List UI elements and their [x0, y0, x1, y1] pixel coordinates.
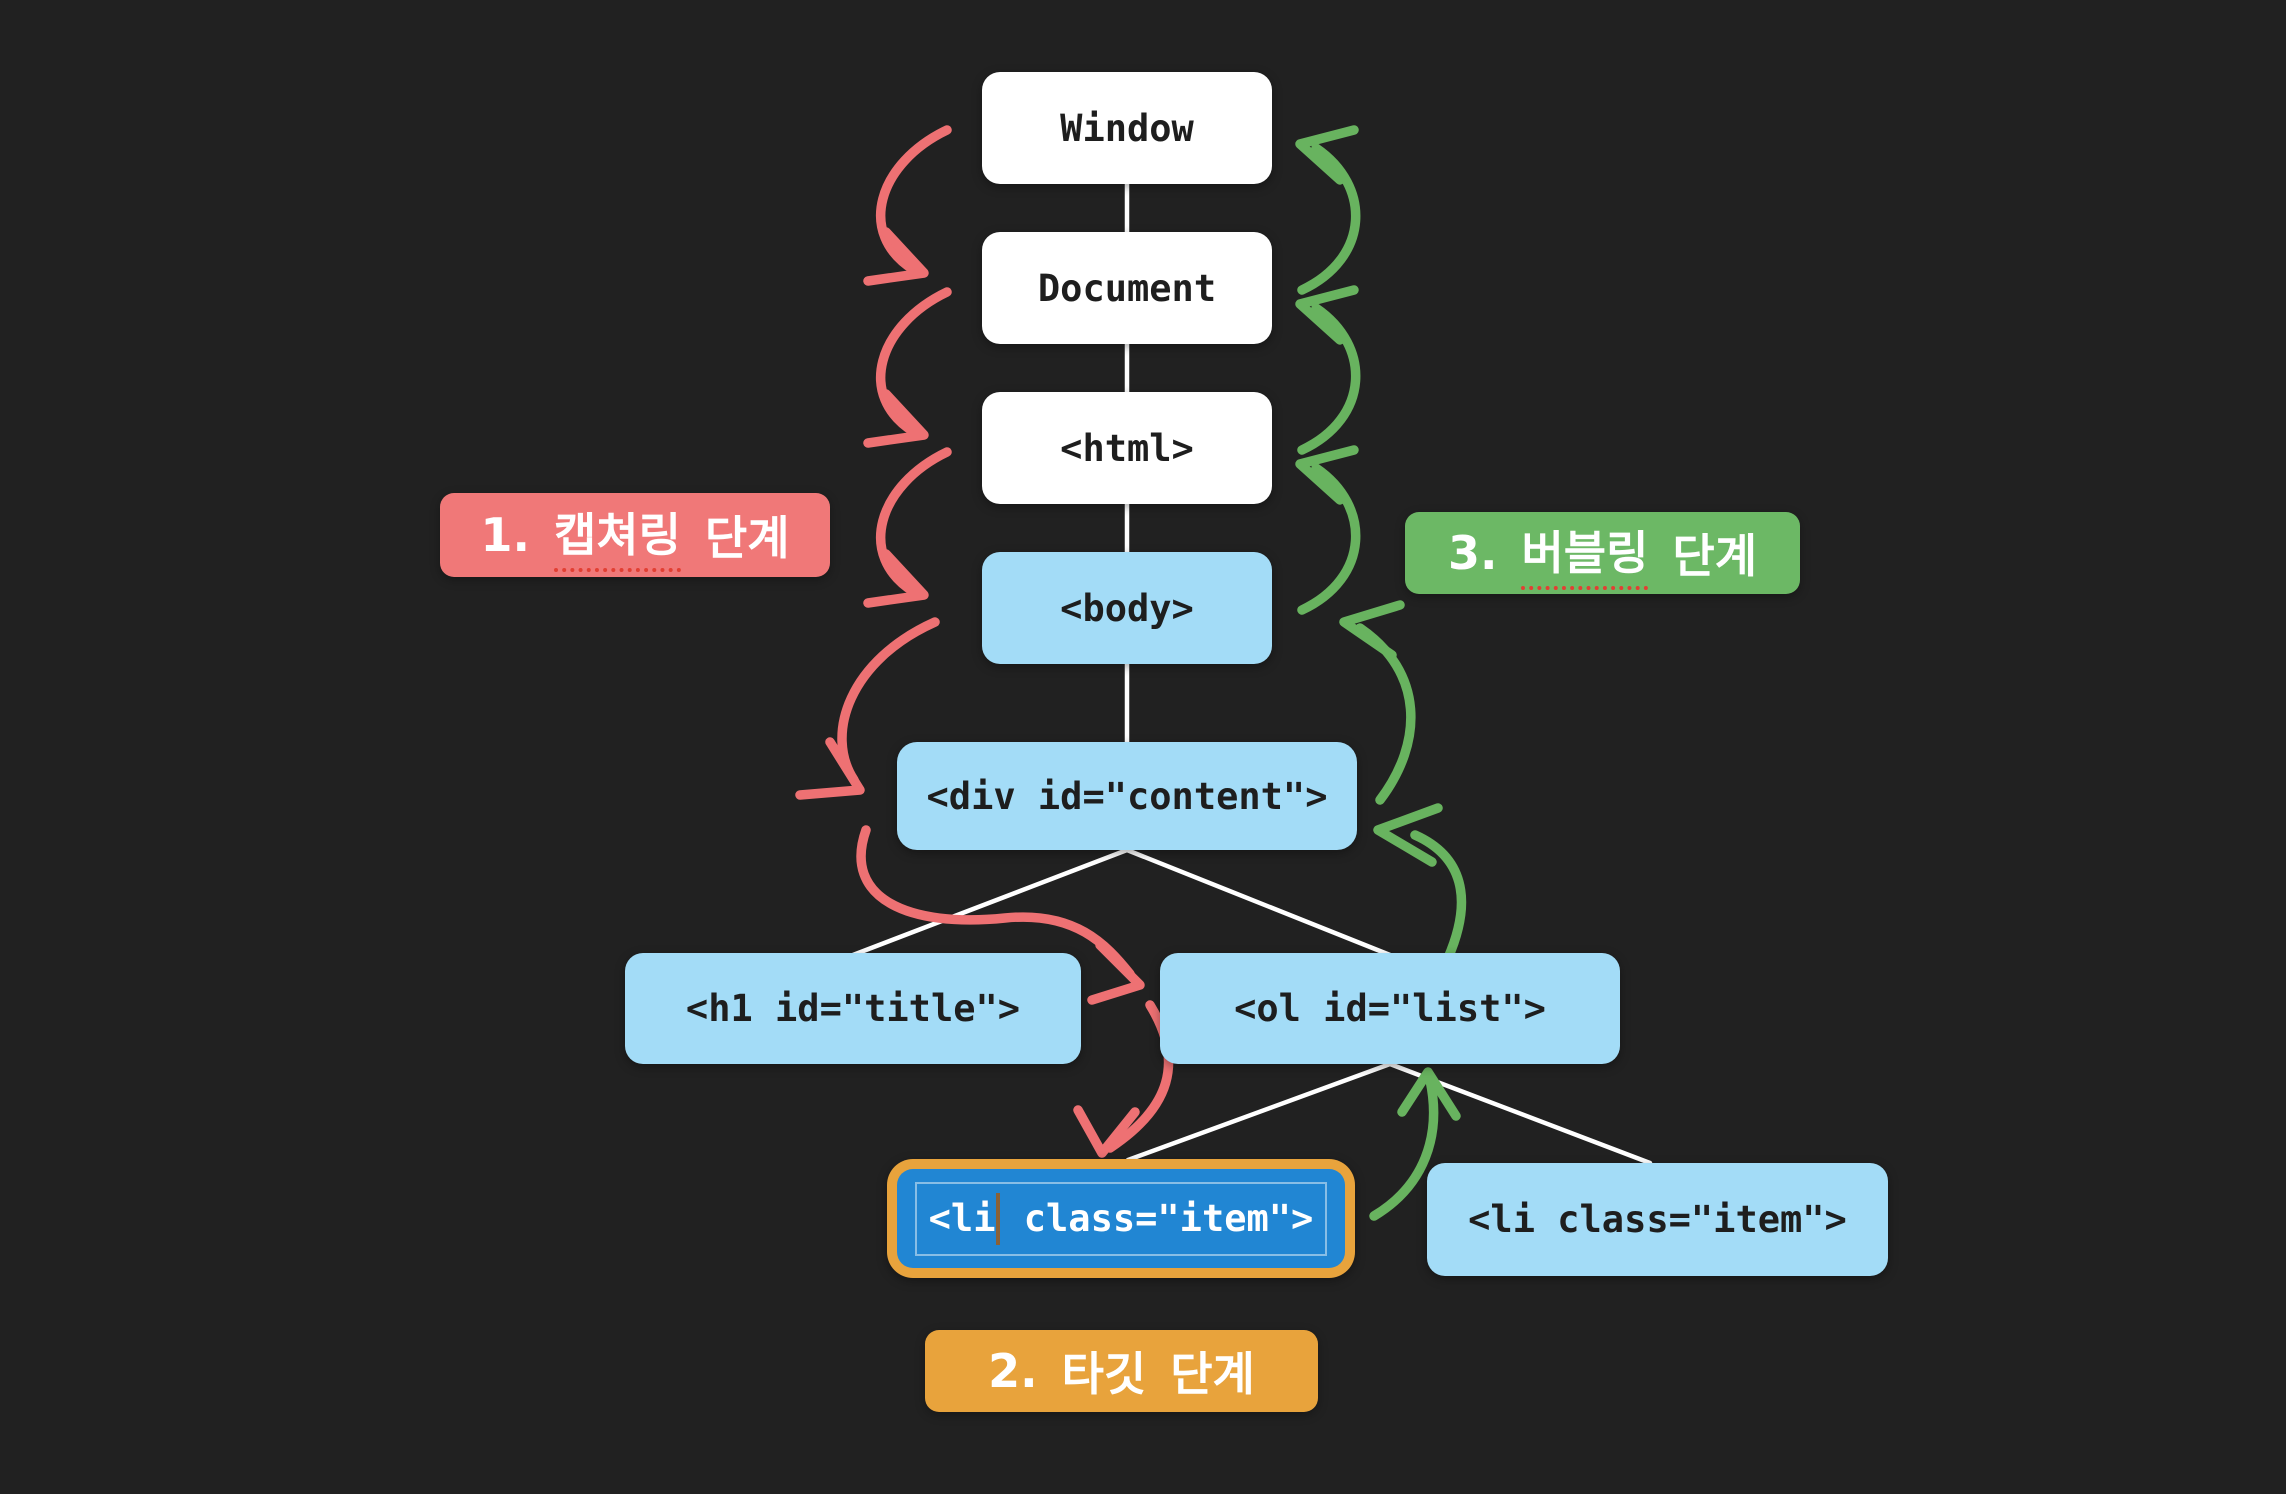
bubbling-arrowhead-3 — [1339, 600, 1405, 660]
bubbling-phase-label: 3. 버블링 단계 — [1405, 512, 1800, 594]
capturing-arrowhead-4 — [795, 737, 865, 800]
node-document: Document — [982, 232, 1272, 344]
node-label: <div id="content"> — [926, 774, 1328, 818]
bubbling-arrowhead-2 — [1373, 803, 1443, 867]
phase-number: 1. — [480, 508, 530, 562]
text-selection-box: <li class="item"> — [914, 1181, 1328, 1256]
node-label-after-cursor: class="item"> — [1001, 1197, 1314, 1240]
bubbling-arrow-1 — [1369, 1075, 1439, 1221]
capturing-arrow-1 — [875, 125, 952, 275]
phase-tail: 단계 — [1672, 529, 1758, 583]
bubbling-arrow-2 — [1410, 830, 1467, 963]
bubbling-arrow-6 — [1297, 143, 1361, 295]
node-li-target: <li class="item"> — [887, 1159, 1355, 1278]
node-label-before-cursor: <li — [928, 1197, 996, 1240]
node-label: <li class="item"> — [1468, 1198, 1847, 1241]
node-window: Window — [982, 72, 1272, 184]
node-label: <h1 id="title"> — [685, 987, 1021, 1030]
text-cursor — [996, 1192, 1001, 1245]
node-label: Document — [1037, 266, 1217, 310]
bubbling-arrowhead-6 — [1295, 125, 1359, 185]
phase-tail: 단계 — [1170, 1347, 1255, 1401]
phase-word: 캡쳐링 — [553, 499, 681, 572]
capturing-arrowhead-3 — [863, 549, 929, 608]
node-li-item: <li class="item"> — [1427, 1163, 1888, 1276]
capturing-phase-label: 1. 캡쳐링 단계 — [440, 493, 830, 577]
node-html: <html> — [982, 392, 1272, 504]
phase-tail: 단계 — [704, 511, 790, 565]
capturing-arrowhead-6 — [1073, 1105, 1140, 1158]
capturing-arrowhead-1 — [863, 227, 929, 286]
capturing-arrow-2 — [875, 287, 952, 437]
capturing-arrowhead-5 — [1087, 940, 1145, 1005]
bubbling-arrow-4 — [1297, 463, 1361, 615]
node-label: Window — [1060, 106, 1194, 150]
tree-connector-ol-li-target — [1125, 1061, 1393, 1163]
node-label: <html> — [1060, 426, 1194, 470]
capturing-arrow-3 — [875, 447, 952, 597]
target-phase-label: 2. 타깃 단계 — [925, 1330, 1318, 1412]
bubbling-arrowhead-4 — [1295, 445, 1359, 505]
node-label: <body> — [1060, 586, 1194, 630]
tree-connector-div-h1 — [850, 847, 1130, 958]
phase-number: 2. — [988, 1344, 1038, 1398]
phase-number: 3. — [1447, 526, 1498, 580]
node-ol-list: <ol id="list"> — [1160, 953, 1620, 1064]
capturing-arrowhead-2 — [863, 389, 929, 448]
node-h1-title: <h1 id="title"> — [625, 953, 1081, 1064]
phase-word: 버블링 — [1521, 517, 1649, 590]
tree-connector-ol-li — [1387, 1061, 1653, 1166]
node-li-target-fill: <li class="item"> — [897, 1169, 1345, 1268]
bubbling-arrowhead-5 — [1295, 285, 1359, 345]
node-div-content: <div id="content"> — [897, 742, 1357, 850]
bubbling-arrow-3 — [1355, 623, 1416, 805]
phase-word: 타깃 — [1061, 1347, 1147, 1401]
tree-connector-div-ol — [1124, 847, 1393, 958]
node-body: <body> — [982, 552, 1272, 664]
bubbling-arrowhead-1 — [1397, 1067, 1461, 1121]
node-label: <ol id="list"> — [1234, 987, 1546, 1030]
bubbling-arrow-5 — [1297, 303, 1361, 455]
